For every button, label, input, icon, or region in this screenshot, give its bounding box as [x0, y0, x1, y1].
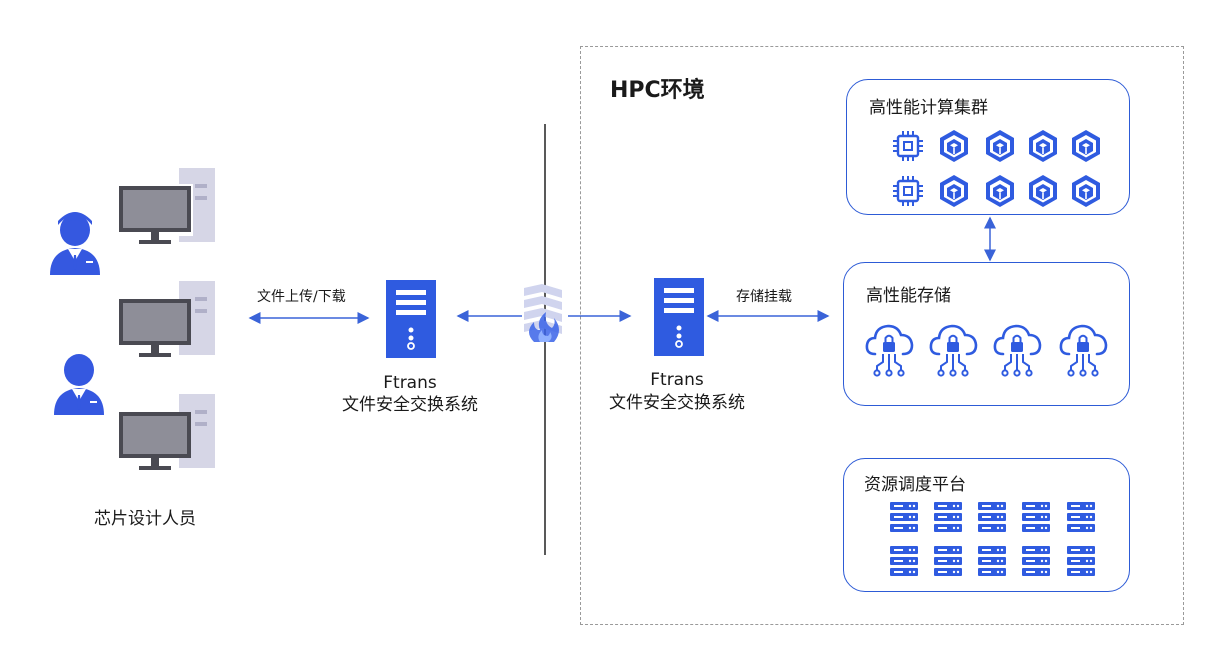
- user-icon: [54, 354, 104, 415]
- ftrans-left-name: Ftrans: [383, 373, 437, 393]
- storage-box: [843, 262, 1130, 406]
- hpc-environment-area: [580, 46, 1184, 625]
- scheduler-icons: [890, 502, 1095, 576]
- compute-cluster-icons: [891, 129, 1101, 208]
- storage-icons: [865, 324, 1108, 377]
- firewall-icon: [524, 284, 562, 342]
- desktop-computer-icon: [119, 394, 215, 470]
- desktop-computer-icon: [117, 168, 215, 244]
- compute-cluster-title: 高性能计算集群: [869, 98, 988, 118]
- scheduler-title: 资源调度平台: [864, 475, 966, 495]
- ftrans-right-name: Ftrans: [650, 370, 704, 390]
- hpc-title: HPC环境: [610, 78, 705, 103]
- user-icon: [50, 212, 100, 275]
- designers-label: 芯片设计人员: [94, 509, 196, 529]
- ftrans-left-desc: 文件安全交换系统: [342, 395, 478, 415]
- storage-title: 高性能存储: [866, 286, 951, 306]
- server-icon: [386, 280, 436, 358]
- upload-download-label: 文件上传/下载: [257, 289, 346, 305]
- desktop-computer-icon: [119, 281, 215, 357]
- ftrans-right-desc: 文件安全交换系统: [609, 393, 745, 413]
- storage-mount-label: 存储挂载: [736, 289, 792, 305]
- server-icon: [654, 278, 704, 356]
